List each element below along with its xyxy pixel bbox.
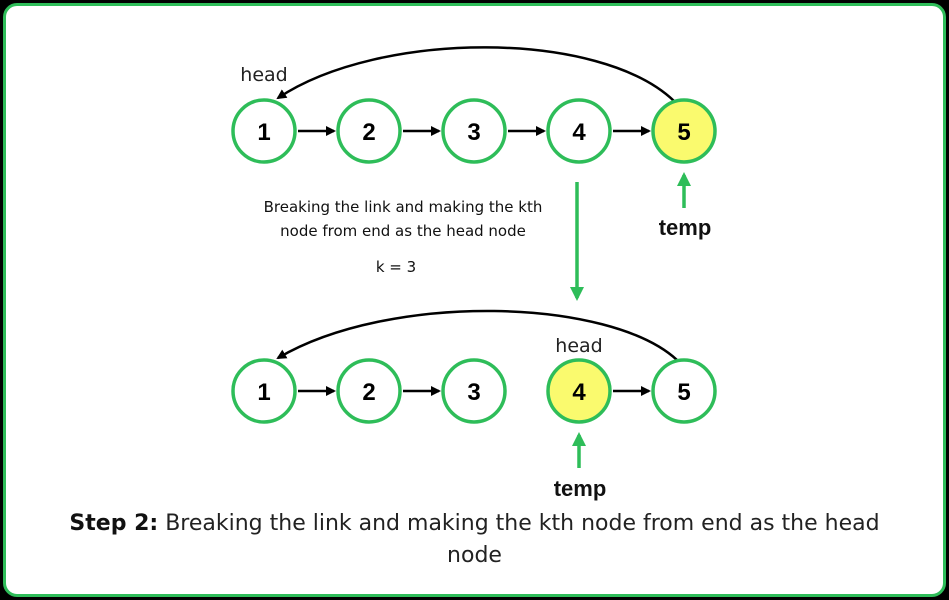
svg-text:1: 1 bbox=[257, 379, 270, 406]
svg-text:3: 3 bbox=[467, 379, 480, 406]
top-node-2: 2 bbox=[336, 98, 402, 164]
note-line-2: node from end as the head node bbox=[280, 222, 526, 240]
svg-text:5: 5 bbox=[677, 119, 690, 146]
bottom-circular-link-arrow bbox=[276, 309, 678, 361]
svg-text:2: 2 bbox=[362, 119, 375, 146]
bottom-temp-label: temp bbox=[554, 476, 607, 501]
top-head-label: head bbox=[240, 64, 287, 86]
top-node-4: 4 bbox=[546, 98, 612, 164]
bottom-node-1: 1 bbox=[231, 358, 297, 424]
svg-text:1: 1 bbox=[257, 119, 270, 146]
caption-step-label: Step 2: bbox=[69, 511, 159, 536]
bottom-head-label: head bbox=[555, 335, 602, 357]
svg-text:5: 5 bbox=[677, 379, 690, 406]
top-node-3: 3 bbox=[441, 98, 507, 164]
caption-text: Breaking the link and making the kth nod… bbox=[158, 511, 880, 568]
top-node-1: 1 bbox=[231, 98, 297, 164]
top-circular-link-arrow bbox=[276, 46, 675, 102]
bottom-node-2: 2 bbox=[336, 358, 402, 424]
svg-text:4: 4 bbox=[572, 119, 586, 146]
top-temp-label: temp bbox=[659, 215, 712, 240]
svg-text:4: 4 bbox=[572, 379, 586, 406]
top-node-5-highlighted: 5 bbox=[651, 98, 717, 164]
figure-caption: Step 2: Breaking the link and making the… bbox=[40, 508, 909, 572]
bottom-node-4-highlighted: 4 bbox=[546, 358, 612, 424]
note-line-1: Breaking the link and making the kth bbox=[264, 198, 543, 216]
bottom-node-5: 5 bbox=[651, 358, 717, 424]
note-k-value: k = 3 bbox=[376, 258, 416, 276]
bottom-node-3: 3 bbox=[441, 358, 507, 424]
svg-text:3: 3 bbox=[467, 119, 480, 146]
svg-text:2: 2 bbox=[362, 379, 375, 406]
